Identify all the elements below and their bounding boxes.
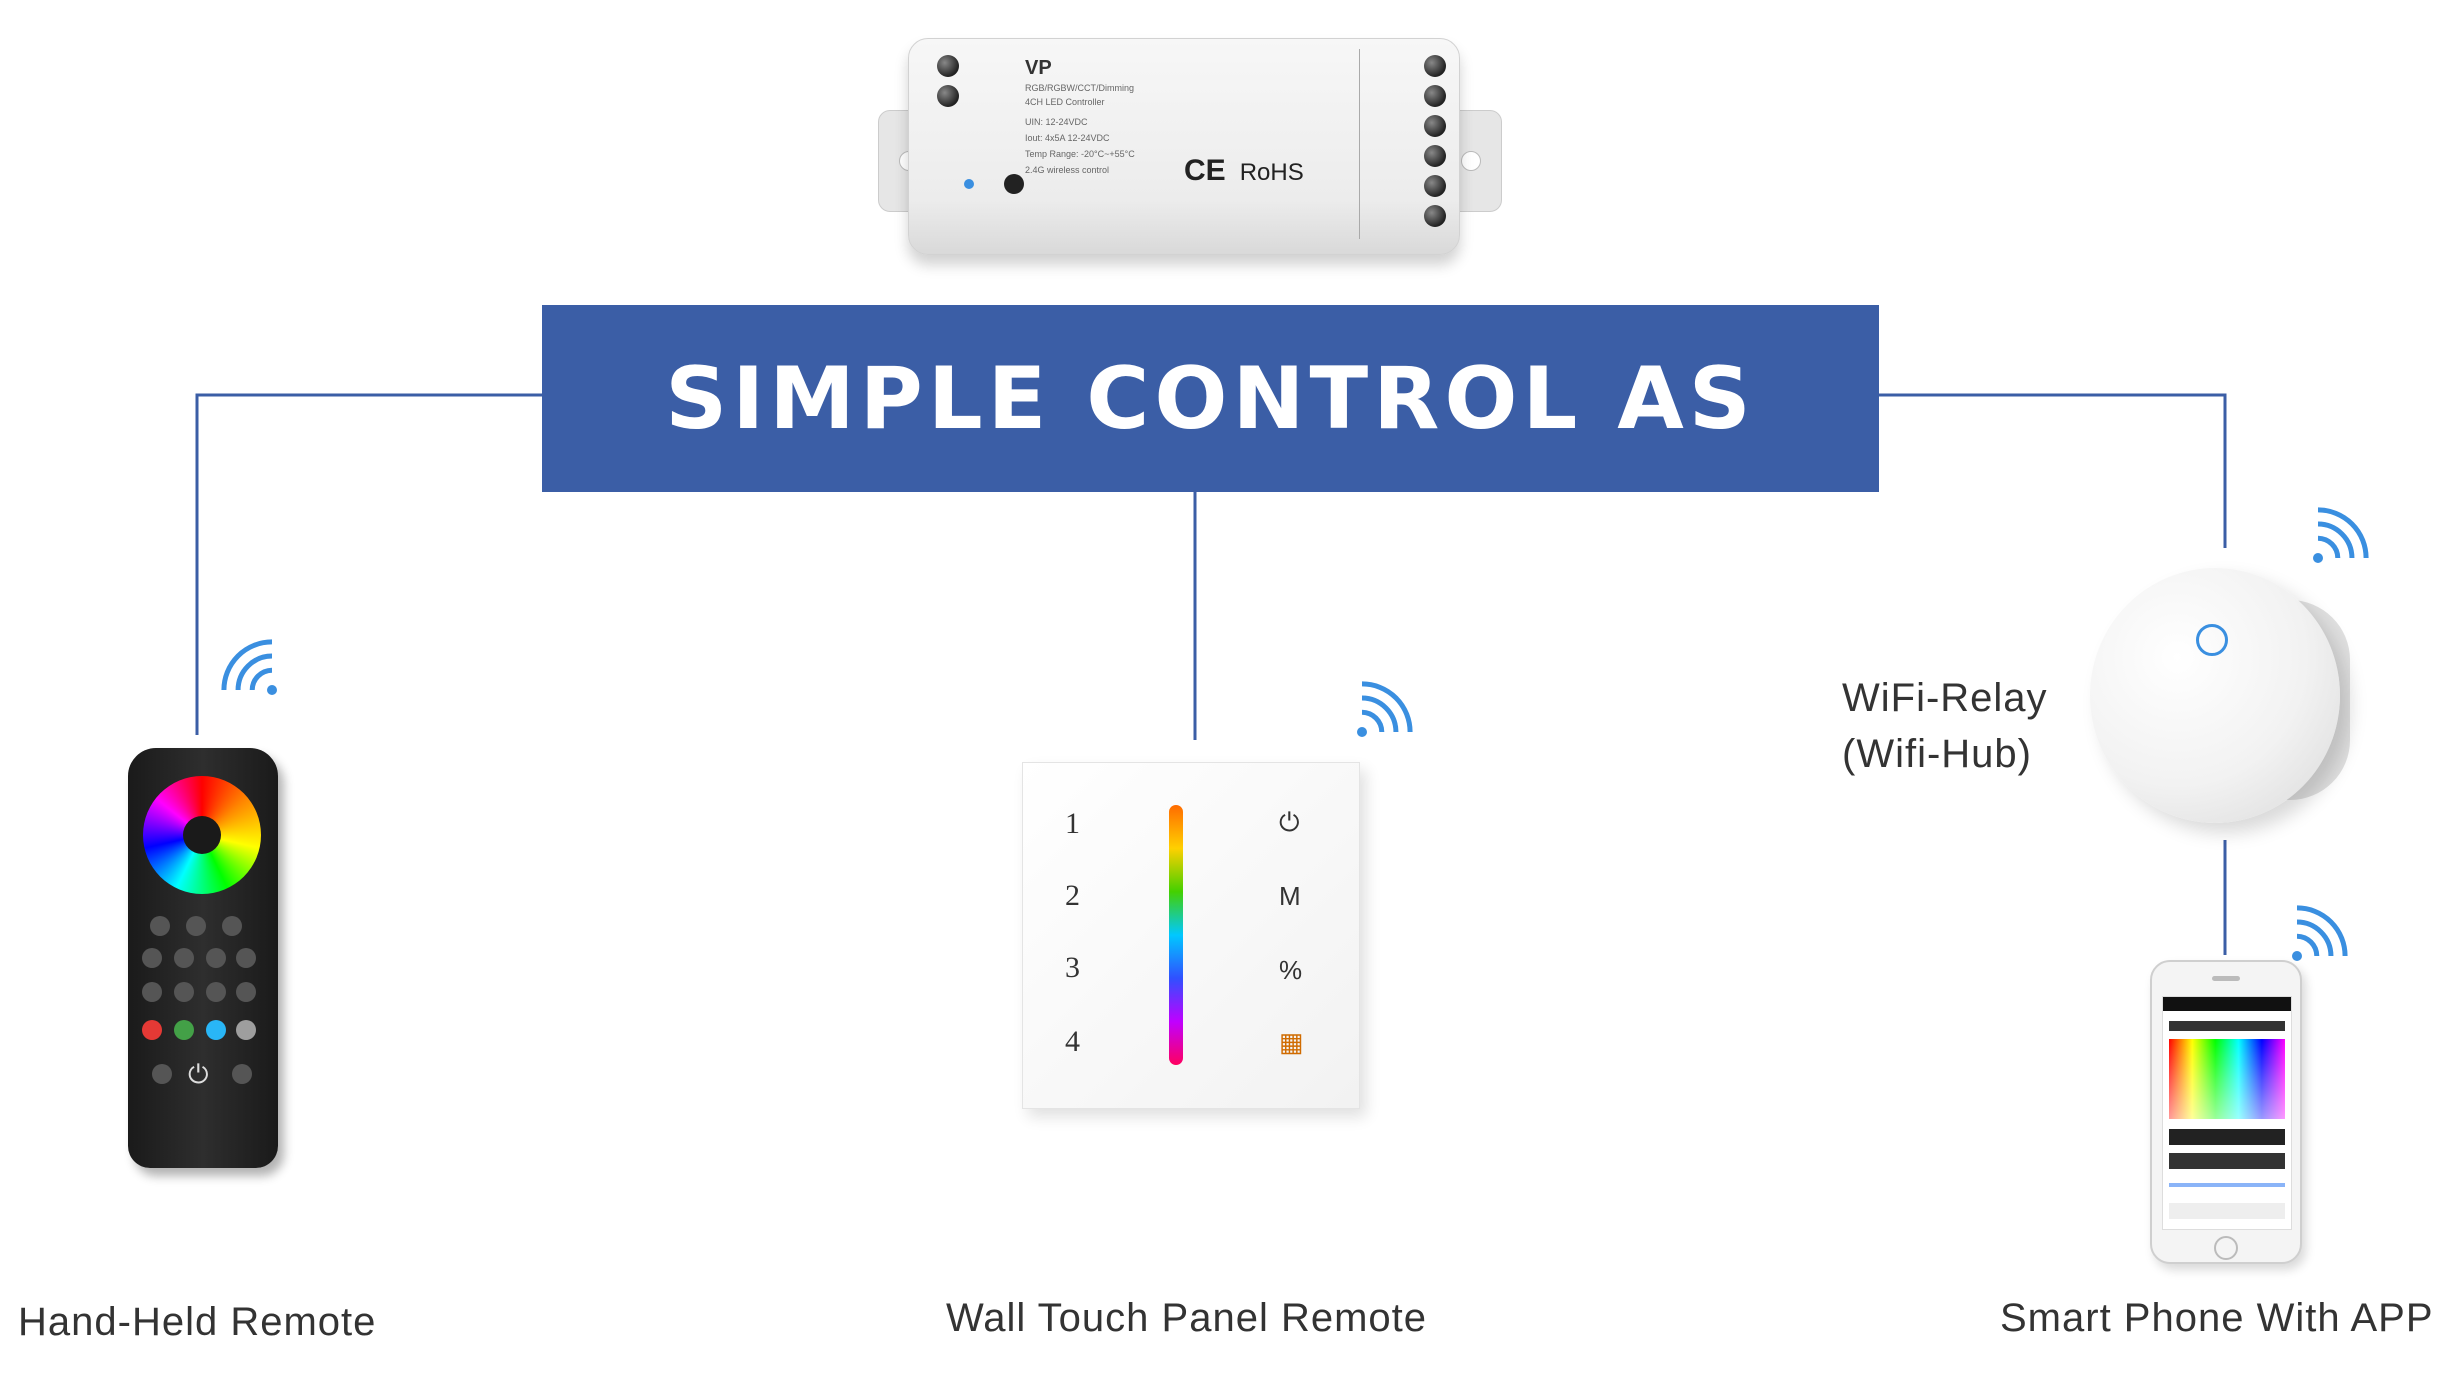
- wifi-icon: [1357, 681, 1413, 737]
- power-icon: ⏻: [1279, 807, 1300, 837]
- led-controller-device: VP RGB/RGBW/CCT/Dimming 4CH LED Controll…: [908, 38, 1460, 255]
- zone-label: 4: [1065, 1025, 1080, 1058]
- controller-spec-line: RGB/RGBW/CCT/Dimming: [1025, 83, 1135, 93]
- certification-marks: CE RoHS: [1184, 154, 1304, 188]
- wifi-icon: [2313, 507, 2369, 563]
- mode-label: M: [1279, 881, 1301, 911]
- connector-right: [1879, 393, 2227, 548]
- hand-held-remote: ⏻: [128, 748, 278, 1168]
- zone-label: 3: [1065, 951, 1080, 984]
- percent-icon: %: [1279, 955, 1303, 985]
- zone-label: 2: [1065, 879, 1080, 912]
- color-wheel: [143, 776, 261, 894]
- caption-hand-held-remote: Hand-Held Remote: [18, 1300, 377, 1344]
- rgb-icon: ▦: [1279, 1027, 1304, 1057]
- wifi-relay-device: [2090, 568, 2340, 823]
- match-button: [1004, 174, 1024, 194]
- controller-spec-line: 4CH LED Controller: [1025, 97, 1105, 107]
- controller-spec-line: Temp Range: -20°C~+55°C: [1025, 149, 1135, 159]
- zone-label: 1: [1065, 807, 1080, 840]
- relay-indicator: [2196, 624, 2228, 656]
- wifi-icon: [2292, 905, 2348, 961]
- controller-spec-line: 2.4G wireless control: [1025, 165, 1110, 175]
- status-led: [964, 179, 974, 189]
- controller-model: VP: [1025, 57, 1052, 79]
- caption-wall-touch-panel: Wall Touch Panel Remote: [946, 1296, 1428, 1340]
- relay-label-line2: (Wifi-Hub): [1842, 732, 2032, 776]
- controller-spec-line: Iout: 4x5A 12-24VDC: [1025, 133, 1110, 143]
- smart-phone: [2150, 960, 2302, 1264]
- terminal-block: [1359, 49, 1415, 239]
- connector-left: [195, 393, 542, 735]
- wifi-icon: [221, 639, 277, 695]
- color-picker: [2169, 1039, 2285, 1119]
- home-button: [2214, 1236, 2238, 1260]
- wall-touch-panel: 1 2 3 4 ⏻ M % ▦: [1022, 762, 1360, 1109]
- caption-smart-phone: Smart Phone With APP: [2000, 1296, 2434, 1340]
- banner: SIMPLE CONTROL AS: [542, 305, 1879, 492]
- color-strip: [1169, 805, 1183, 1065]
- controller-spec-line: UIN: 12-24VDC: [1025, 117, 1088, 127]
- banner-title: SIMPLE CONTROL AS: [665, 348, 1756, 449]
- ce-mark: CE: [1184, 154, 1226, 187]
- rohs-mark: RoHS: [1239, 159, 1304, 186]
- phone-screen: [2162, 996, 2292, 1230]
- relay-label-line1: WiFi-Relay: [1842, 676, 2048, 720]
- power-icon: ⏻: [188, 1060, 209, 1090]
